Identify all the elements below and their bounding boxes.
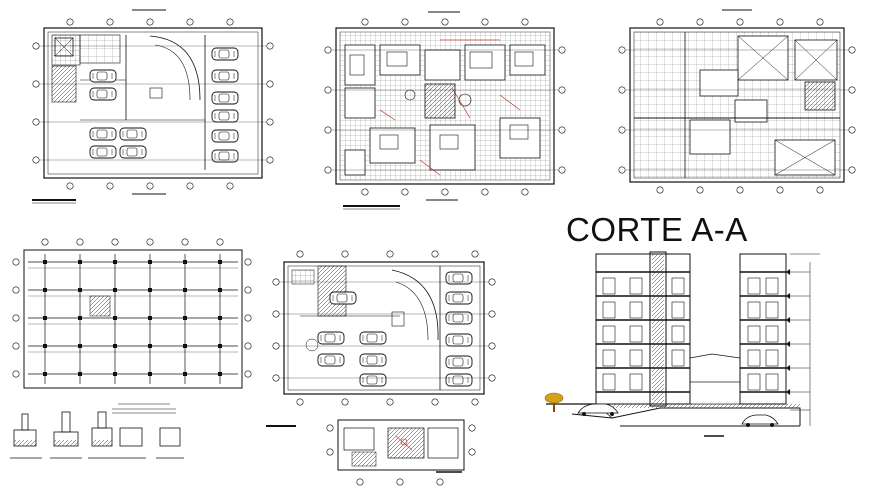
section-a-a bbox=[544, 251, 820, 437]
apartment-floor-plan bbox=[324, 11, 566, 210]
section-title: CORTE A-A bbox=[566, 211, 748, 248]
basement-parking-plan bbox=[266, 250, 496, 486]
parking-floor-plan bbox=[32, 9, 274, 204]
structural-framing-plan bbox=[10, 238, 252, 459]
roof-plan bbox=[618, 9, 856, 194]
